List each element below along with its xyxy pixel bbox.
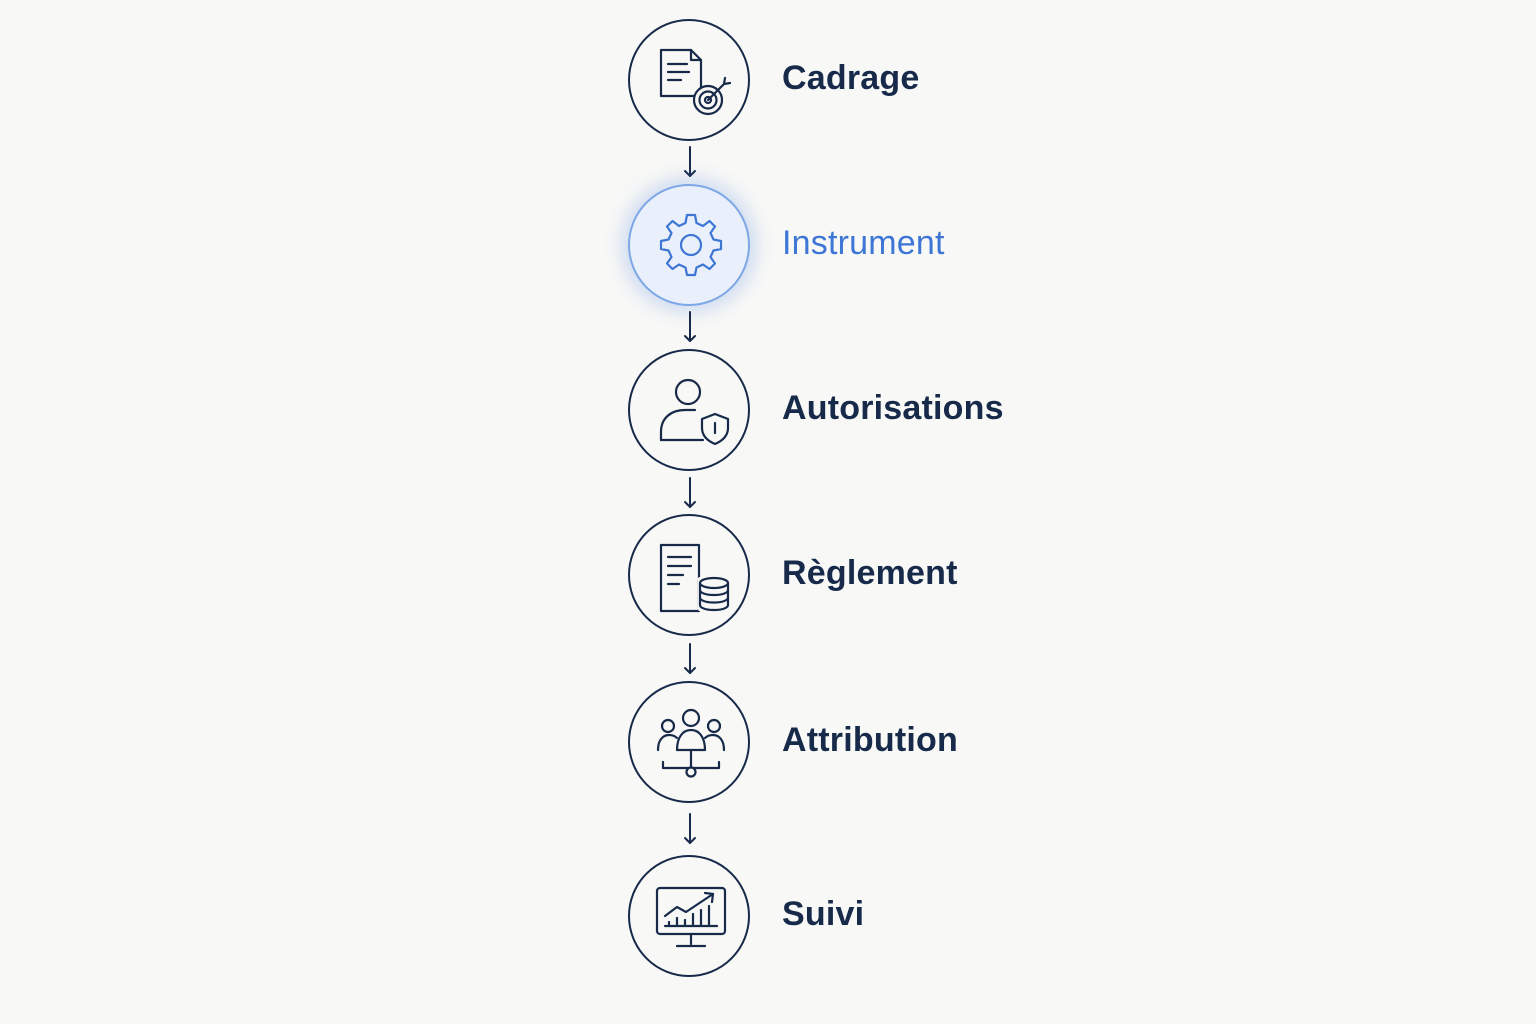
arrow-down-icon (681, 476, 699, 510)
gear-icon (659, 213, 723, 277)
arrow-down-icon (681, 812, 699, 846)
step-instrument: Instrument (628, 184, 1128, 310)
document-target-icon (659, 48, 731, 116)
step-node (628, 681, 750, 803)
user-shield-icon (659, 378, 730, 446)
step-node (628, 349, 750, 471)
monitor-chart-icon (655, 886, 727, 948)
step-node (628, 514, 750, 636)
step-autorisations: Autorisations (628, 349, 1128, 475)
step-node (628, 19, 750, 141)
arrow-down-icon (681, 145, 699, 179)
arrow-down-icon (681, 642, 699, 676)
step-label: Cadrage (782, 59, 920, 97)
step-reglement: Règlement (628, 514, 1128, 640)
step-label: Suivi (782, 895, 865, 933)
step-node-active (628, 184, 750, 306)
step-label: Autorisations (782, 389, 1004, 427)
step-label: Instrument (782, 224, 945, 262)
step-label: Règlement (782, 554, 958, 592)
step-cadrage: Cadrage (628, 19, 1128, 145)
step-suivi: Suivi (628, 855, 1128, 981)
step-attribution: Attribution (628, 681, 1128, 807)
arrow-down-icon (681, 310, 699, 344)
team-network-icon (656, 708, 726, 778)
step-label: Attribution (782, 721, 958, 759)
document-coins-icon (659, 543, 730, 613)
step-node (628, 855, 750, 977)
